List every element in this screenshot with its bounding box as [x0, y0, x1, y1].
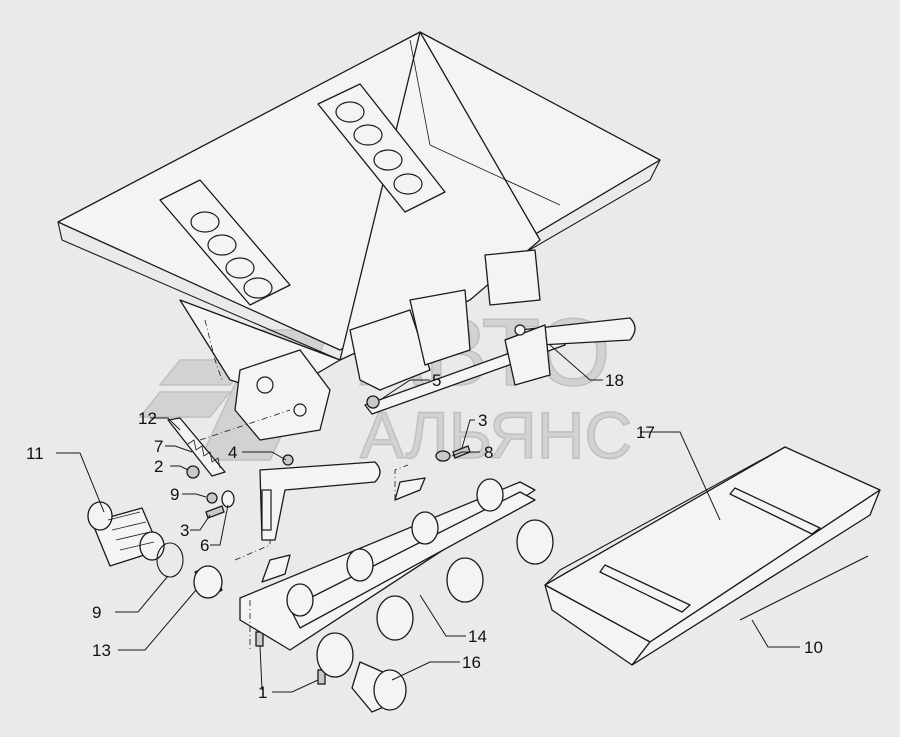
part-13-bellows [87, 501, 165, 567]
callout-1: 1 [258, 683, 267, 702]
callout-10: 10 [804, 638, 823, 657]
part-12-lever [167, 417, 226, 477]
callout-15: 13 [92, 641, 111, 660]
callout-2: 2 [154, 457, 163, 476]
leader-lines [56, 344, 800, 693]
callout-5: 5 [432, 371, 441, 390]
watermark-line-2: АЛЬЯНС [360, 398, 632, 472]
part-15-sleeve [193, 565, 223, 599]
callout-6: 6 [200, 536, 209, 555]
manifold-hook-right [394, 477, 426, 501]
part-1-screw-upper [255, 631, 264, 647]
callout-4: 4 [228, 443, 237, 462]
callout-11: 9 [92, 603, 101, 622]
callout-8: 8 [484, 443, 493, 462]
callout-13: 11 [26, 444, 44, 463]
manifold-tubes-upper [286, 478, 504, 617]
fasteners [186, 445, 471, 685]
part-16-nozzle [351, 661, 407, 713]
tray-side-wall [631, 489, 881, 666]
callout-7: 7 [154, 437, 163, 456]
manifold-tubes-lower [316, 519, 554, 678]
part-3-bolt-left [205, 505, 225, 519]
axis-lines [199, 319, 409, 650]
callout-12: 12 [138, 409, 157, 428]
hopper-assembly [57, 31, 661, 441]
callout-18: 18 [605, 371, 624, 390]
part-10-rod [739, 555, 869, 621]
hopper-outlet-plate-left [159, 179, 291, 306]
part-14-manifold [239, 477, 554, 678]
part-18-shaft [364, 317, 636, 415]
tray-rib-2 [729, 487, 821, 535]
part-8-washer [435, 450, 451, 462]
part-11-clamp-ring [156, 542, 184, 578]
tray-rib-1 [599, 564, 691, 613]
hopper-outlet-plate-right [317, 83, 446, 213]
callout-labels: 11 9 13 12 7 2 9 3 6 4 5 3 8 18 17 10 14… [26, 371, 823, 702]
part-7-spring [187, 439, 221, 469]
hopper-brackets [234, 249, 541, 441]
callout-16: 16 [462, 653, 481, 672]
part-17-tray [544, 446, 881, 666]
callout-17: 17 [636, 423, 655, 442]
part-9-washer [206, 492, 218, 504]
part-5-nut [366, 395, 380, 409]
part-6-washer [221, 490, 235, 508]
callout-3-right: 3 [478, 411, 487, 430]
part-4-lever-plate [259, 454, 381, 541]
callout-9: 9 [170, 485, 179, 504]
manifold-hook-left [261, 554, 291, 583]
part-2-washer [186, 465, 200, 479]
watermark-line-1: АВТО [360, 299, 611, 406]
callout-14: 14 [468, 627, 487, 646]
callout-3-left: 3 [180, 521, 189, 540]
